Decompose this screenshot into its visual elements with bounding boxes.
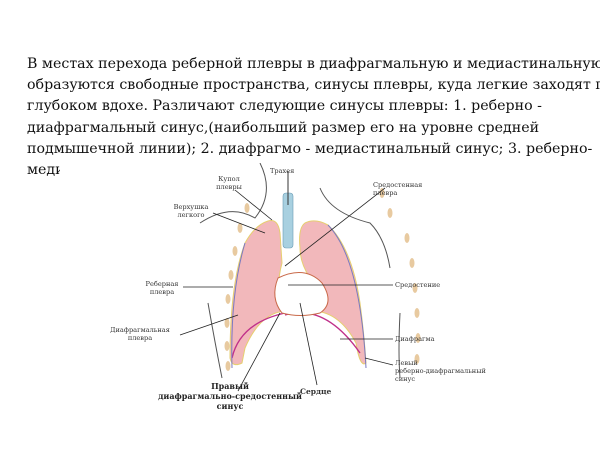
label-right-sinus-line: синус — [216, 401, 244, 411]
label-heart: Сердце — [300, 387, 332, 396]
right-costal-pleura — [231, 242, 246, 369]
text-line: меди — [27, 162, 65, 179]
label-right-sinus-line: Правый — [211, 381, 249, 391]
label-lung-apex: Верхушка легкого — [173, 203, 209, 219]
text-line: подмышечной линии); 2. диафрагмо - медиа… — [27, 140, 593, 157]
label-left-sinus: Левый реберно-диафрагмальный синус — [395, 359, 486, 383]
pointer-lines — [179, 187, 394, 392]
label-diaphragm: Диафрагма — [395, 335, 435, 343]
label-left-sinus-line: синус — [395, 375, 416, 383]
label-trachea: Трахея — [270, 167, 295, 175]
body-outline-left — [398, 312, 401, 379]
text-line: диафрагмальный синус,(наибольший размер … — [27, 119, 540, 136]
text-line: глубоком вдохе. Различают следующие сину… — [27, 98, 542, 115]
label-mediastinum: Средостение — [395, 281, 441, 289]
slide-text: В местах перехода реберной плевры в диаф… — [27, 54, 600, 181]
right-diaphragm-pleura — [231, 312, 286, 359]
left-costal-pleura — [327, 224, 367, 369]
label-mediastinal-pleura: Средостенная плевра — [373, 181, 423, 197]
left-lung — [299, 220, 367, 365]
ribs — [224, 188, 421, 371]
label-diaphragm-pleura: Диафрагмальная плевра — [110, 326, 170, 342]
body-outline-right — [207, 302, 223, 379]
label-costal-pleura: Реберная плевра — [145, 280, 179, 296]
heart — [274, 272, 329, 316]
label-right-sinus: Правый диафрагмально-средостенный синус — [130, 381, 330, 411]
lungs-illustration — [179, 163, 421, 392]
shoulder-outline-left — [319, 187, 391, 269]
label-left-sinus-line: Левый — [395, 359, 418, 367]
label-left-sinus-line: реберно-диафрагмальный — [395, 367, 486, 375]
pleura-diagram: Трахея Купол плевры Верхушка легкого Реб… — [60, 163, 540, 418]
label-pleura-dome: Купол плевры — [216, 175, 242, 191]
label-right-sinus-line: диафрагмально-средостенный — [158, 391, 302, 401]
text-line: В местах перехода реберной плевры в диаф… — [27, 56, 600, 72]
text-line: образуются свободные пространства, синус… — [27, 77, 600, 94]
